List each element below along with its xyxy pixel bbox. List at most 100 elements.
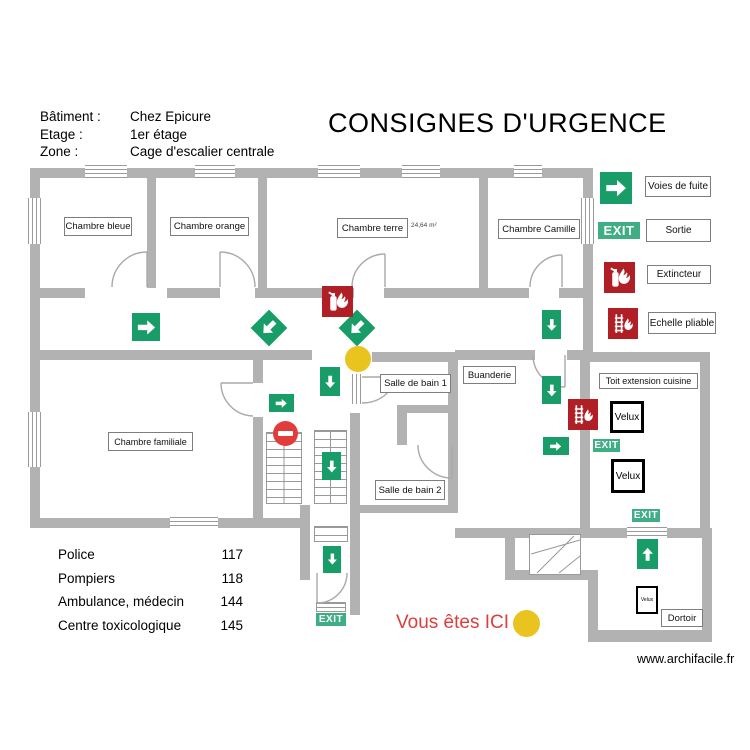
wall <box>397 405 452 413</box>
room-label-salle-de-bain-1: Salle de bain 1 <box>380 374 451 393</box>
wall <box>384 288 529 298</box>
exit-sign: EXIT <box>631 508 661 523</box>
door-arc <box>316 572 348 604</box>
door-arc <box>351 253 386 288</box>
info-field-label: Bâtiment : <box>40 109 101 124</box>
wall <box>30 518 305 528</box>
wall <box>30 168 593 178</box>
window-marker <box>352 374 364 404</box>
building-info-row: Bâtiment : Chez Epicure <box>40 108 274 126</box>
no-entry-icon <box>273 421 298 446</box>
window-marker <box>627 527 667 539</box>
room-label-chambre-orange: Chambre orange <box>170 217 249 236</box>
escape-route-arrow-icon <box>322 452 341 480</box>
website-text: www.archifacile.fr <box>637 652 735 666</box>
velux-label: Velux <box>611 459 645 493</box>
room-label-salle-de-bain-2: Salle de bain 2 <box>375 480 445 500</box>
wall <box>455 350 535 360</box>
wall <box>505 528 515 578</box>
exit-sign: EXIT <box>592 438 621 453</box>
escape-route-arrow-icon <box>269 394 294 412</box>
window-marker <box>28 412 41 467</box>
info-field-label: Zone : <box>40 144 79 159</box>
wall <box>567 350 583 360</box>
service-name: Centre toxicologique <box>58 617 182 633</box>
legend-exit-sign-icon: EXIT <box>597 221 641 240</box>
building-info-row: Zone :Cage d'escalier centrale <box>40 143 274 161</box>
wall <box>253 360 263 383</box>
wall <box>40 288 85 298</box>
escape-route-arrow-icon <box>323 546 341 573</box>
window-marker <box>318 165 360 178</box>
wall <box>583 352 710 362</box>
service-name: Police <box>58 547 95 562</box>
exit-sign: EXIT <box>315 612 347 627</box>
wall <box>448 352 458 413</box>
window-marker <box>402 165 440 178</box>
room-label-buanderie: Buanderie <box>463 366 516 384</box>
window-marker <box>514 165 542 178</box>
exit-sign-text: EXIT <box>318 614 344 625</box>
room-label-chambre-camille: Chambre Camille <box>498 219 580 239</box>
wall <box>667 528 712 538</box>
wall <box>559 288 583 298</box>
room-label-chambre-terre: Chambre terre <box>337 218 408 238</box>
door-arc <box>220 382 254 417</box>
wall <box>372 352 458 362</box>
window-marker <box>85 165 127 178</box>
info-field-value: Chez Epicure <box>130 109 212 124</box>
wall <box>253 417 263 528</box>
info-field-label: Etage : <box>40 126 83 142</box>
you-are-here-dot <box>513 610 540 637</box>
window-marker <box>170 517 218 529</box>
window-marker <box>195 165 235 178</box>
wall <box>588 630 712 642</box>
exit-sign-text: EXIT <box>603 223 635 238</box>
wall <box>583 168 593 360</box>
legend-escape-arrow-icon <box>600 172 632 204</box>
legend-label: Extincteur <box>647 265 711 284</box>
wall <box>300 505 310 580</box>
room-label-toit-extension-cuisine: Toit extension cuisine <box>599 373 698 389</box>
escape-route-arrow-icon <box>338 309 376 347</box>
wall <box>505 570 598 580</box>
page-title: CONSIGNES D'URGENCE <box>328 108 667 138</box>
escape-route-arrow-icon <box>250 309 288 347</box>
wall <box>455 528 583 538</box>
wall <box>702 538 712 642</box>
service-number: 144 <box>220 594 243 609</box>
info-field-value: 1er étage <box>130 126 188 142</box>
escape-route-arrow-icon <box>320 367 340 396</box>
wall <box>580 352 590 538</box>
escape-route-arrow-icon <box>542 310 561 339</box>
escape-route-arrow-icon <box>637 539 658 569</box>
service-name: Ambulance, médecin <box>58 594 185 609</box>
wall <box>700 352 710 538</box>
escape-route-arrow-icon <box>542 376 561 404</box>
window-marker <box>581 198 594 244</box>
room-label-chambre-bleue: Chambre bleue <box>64 217 132 236</box>
service-number: 117 <box>221 547 243 562</box>
door-arc <box>417 444 453 479</box>
exit-sign-text: EXIT <box>633 510 659 521</box>
exit-sign-text: EXIT <box>594 440 619 451</box>
door-arc <box>111 251 148 288</box>
legend-label: Voies de fuite <box>645 176 711 197</box>
stairs <box>314 526 348 542</box>
room-label-dortoir: Dortoir <box>661 609 703 627</box>
service-number: 118 <box>221 570 243 586</box>
emergency-number-row: Police 117 <box>58 547 243 571</box>
legend-label: Sortie <box>646 219 711 242</box>
you-are-here-label: Vous êtes ICI <box>396 612 510 633</box>
legend-ladder-icon <box>608 308 638 339</box>
escape-route-arrow-icon <box>132 313 160 341</box>
wall <box>40 350 312 360</box>
room-label-chambre-familiale: Chambre familiale <box>108 432 193 451</box>
wall <box>360 505 450 513</box>
window-marker <box>28 198 41 244</box>
wall <box>255 288 354 298</box>
